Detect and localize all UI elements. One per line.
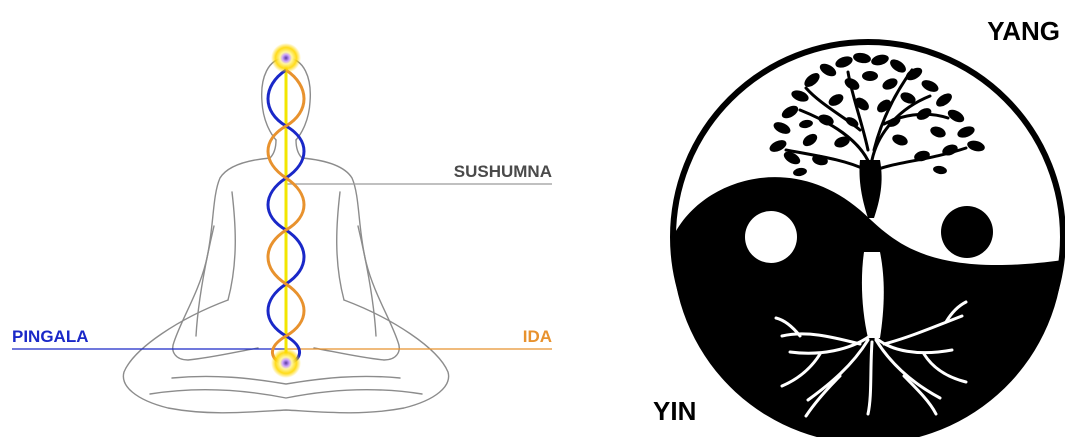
yang-label: YANG [987,16,1060,46]
yin-yang-tree: YANG YIN [653,16,1063,437]
yin-white-dot [745,211,797,263]
nadi-diagram: SUSHUMNA PINGALA IDA [12,43,552,413]
figure-left-arm [173,158,270,360]
figure-right-arm [302,158,399,360]
ida-label: IDA [523,327,552,346]
crown-glow-point [271,43,301,73]
sushumna-label: SUSHUMNA [454,162,552,181]
figure-leg-crease [150,376,422,398]
yin-label: YIN [653,396,696,426]
pointer-lines [12,184,552,349]
yang-black-dot [941,206,993,258]
pingala-label: PINGALA [12,327,89,346]
root-glow-point [271,348,301,378]
